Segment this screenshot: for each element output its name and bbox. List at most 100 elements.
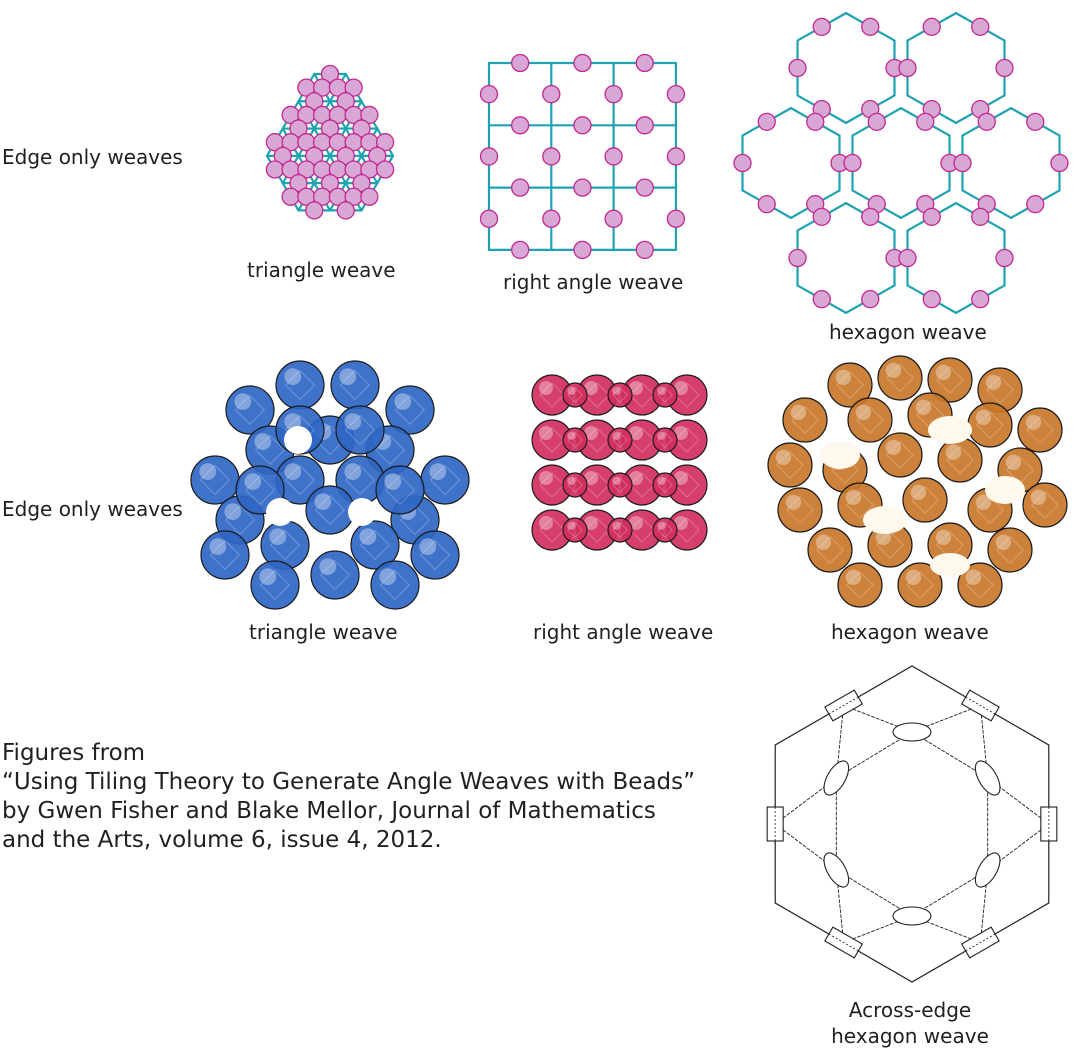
red-hole — [611, 499, 629, 517]
red-bead-highlight — [539, 471, 553, 485]
blue-bead-highlight — [244, 473, 262, 490]
square-bead — [604, 85, 623, 104]
red-hole — [611, 454, 629, 472]
hexagon-bead — [757, 112, 776, 131]
amber-bead-highlight — [1025, 414, 1042, 430]
amber-bead — [902, 477, 948, 523]
square-bead — [511, 178, 530, 197]
square-bead — [511, 240, 530, 260]
blue-bead-facet — [394, 394, 426, 426]
amber-bead-facet — [876, 531, 904, 559]
red-bead-small-facet — [612, 522, 628, 538]
caption-line-4: and the Arts, volume 6, issue 4, 2012. — [2, 827, 442, 853]
across-edge-label-line-2: hexagon weave — [831, 1024, 989, 1048]
amber-bead — [837, 562, 883, 608]
right-angle-weave-diagram-label: right angle weave — [503, 270, 684, 294]
hexagon-bead — [922, 290, 941, 309]
amber-bead-facet — [946, 446, 974, 474]
square-bead — [542, 209, 561, 228]
across-edge-oval-bead — [892, 722, 932, 742]
triangle-bead — [336, 92, 355, 111]
amber-bead-facet — [916, 401, 944, 429]
triangle-bead — [320, 173, 340, 193]
amber-bead-highlight — [885, 439, 902, 455]
amber-bead — [847, 397, 893, 443]
amber-bead-highlight — [985, 374, 1002, 390]
blue-bead-highlight — [259, 568, 277, 585]
red-hole — [656, 499, 674, 517]
blue-bead-facet — [259, 569, 291, 601]
blue-bead-facet — [224, 504, 256, 536]
red-bead-small-facet — [657, 522, 673, 538]
square-bead — [573, 116, 592, 135]
across-edge-thread — [987, 823, 1050, 871]
amber-bead-facet — [906, 571, 934, 599]
square-bead — [635, 178, 654, 197]
triangle-bead — [336, 146, 355, 165]
blue-bead-highlight — [199, 463, 217, 480]
red-bead-small — [652, 427, 678, 453]
blue-bead-highlight — [284, 413, 302, 430]
amber-bead-highlight — [965, 569, 982, 585]
across-edge-oval-bead — [892, 906, 932, 926]
amber-bead — [782, 397, 828, 443]
blue-bead-facet — [209, 539, 241, 571]
amber-bead — [827, 362, 873, 408]
amber-bead-highlight — [845, 569, 862, 585]
blue-bead — [375, 465, 425, 515]
amber-bead — [777, 487, 823, 533]
amber-hole — [928, 416, 972, 444]
red-bead-small-facet — [657, 387, 673, 403]
amber-bead — [987, 527, 1033, 573]
blue-bead-facet — [199, 464, 231, 496]
amber-bead-facet — [846, 491, 874, 519]
red-bead-highlight — [674, 516, 688, 530]
red-bead-small-facet — [567, 477, 583, 493]
blue-bead — [370, 560, 420, 610]
blue-bead-highlight — [344, 413, 362, 430]
amber-bead-facet — [911, 486, 939, 514]
triangle-bead — [360, 105, 379, 125]
hexagon-bead — [861, 290, 880, 309]
amber-bead-highlight — [1030, 489, 1047, 505]
across-edge-cylinder-hole — [828, 933, 859, 952]
hexagon-bead — [971, 17, 990, 36]
red-bead-small-facet — [657, 477, 673, 493]
amber-bead-facet — [886, 441, 914, 469]
red-hole — [566, 409, 584, 427]
hexagon-bead — [812, 17, 831, 36]
blue-bead-highlight — [224, 503, 242, 520]
amber-bead-highlight — [835, 369, 852, 385]
red-bead-small-facet — [612, 477, 628, 493]
red-hole — [566, 454, 584, 472]
square-bead — [573, 240, 592, 260]
amber-hole — [930, 553, 970, 577]
triangle-bead — [273, 146, 292, 165]
caption-line-2: “Using Tiling Theory to Generate Angle W… — [2, 769, 696, 795]
blue-bead — [200, 530, 250, 580]
amber-bead-facet — [976, 496, 1004, 524]
triangle-bead — [305, 92, 324, 111]
blue-bead-facet — [429, 464, 461, 496]
square-bead — [479, 85, 499, 104]
square-bead — [542, 147, 561, 166]
triangle-bead — [344, 78, 363, 97]
amber-bead-highlight — [815, 534, 832, 550]
across-edge-oval-bead — [823, 760, 850, 796]
red-bead-small-highlight — [567, 476, 576, 485]
blue-bead-highlight — [319, 558, 337, 575]
amber-bead-facet — [856, 406, 884, 434]
amber-bead-facet — [846, 571, 874, 599]
red-bead-small-highlight — [657, 476, 666, 485]
square-bead — [635, 116, 654, 135]
red-bead-highlight — [674, 381, 688, 395]
blue-bead — [225, 385, 275, 435]
row-label-middle: Edge only weaves — [2, 497, 183, 521]
hexagon-bead — [898, 248, 917, 268]
amber-bead-highlight — [910, 484, 927, 500]
hexagon-bead — [1026, 112, 1045, 131]
amber-bead-highlight — [855, 404, 872, 420]
blue-bead-facet — [284, 369, 316, 401]
blue-bead-highlight — [339, 368, 357, 385]
red-bead-facet — [674, 382, 700, 408]
